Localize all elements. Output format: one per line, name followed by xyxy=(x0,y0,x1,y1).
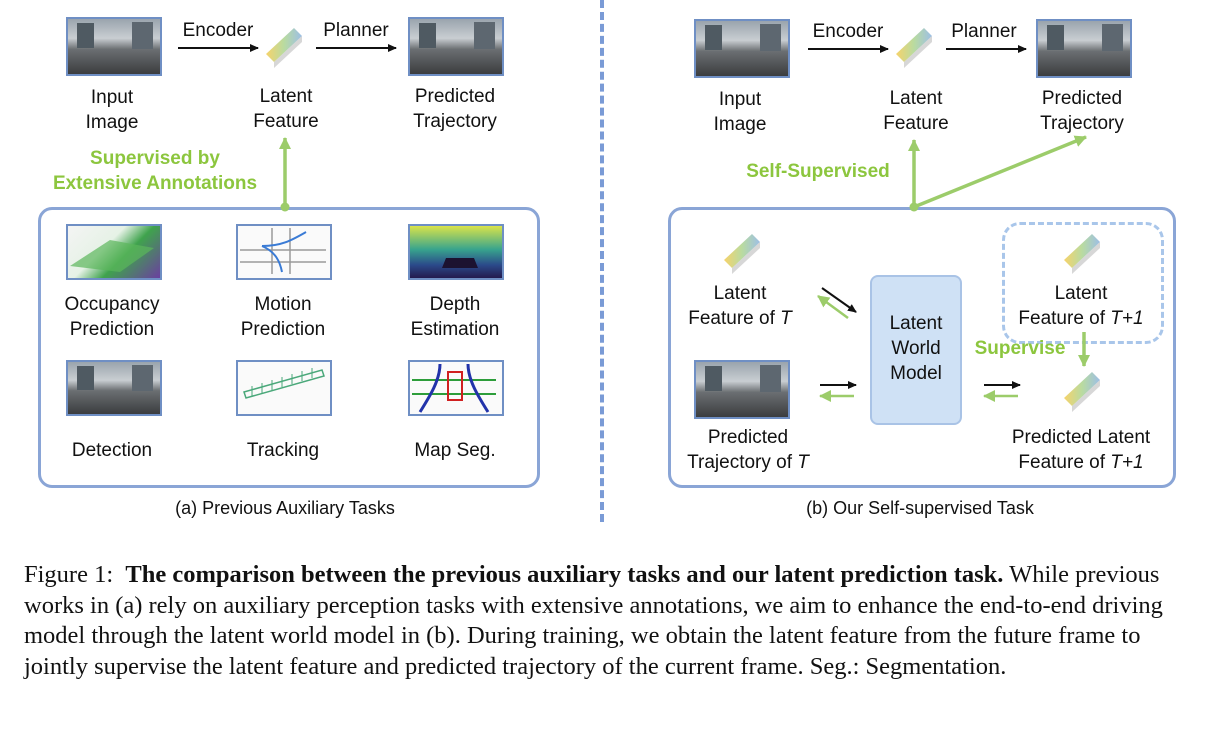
task-label-detection: Detection xyxy=(71,440,153,461)
latent-feature-t1-label: Latent Feature of T+1 xyxy=(1018,283,1144,329)
latent-world-model-box: Latent World Model xyxy=(870,275,962,425)
predicted-latent-feature-t1-label: Predicted Latent Feature of T+1 xyxy=(1011,427,1151,473)
latent-world-model-label: Latent World Model xyxy=(889,313,943,384)
occupancy-points-icon xyxy=(70,240,154,272)
predicted-trajectory-label-b: Predicted Trajectory xyxy=(1040,88,1124,134)
task-label-motion: Motion Prediction xyxy=(240,294,326,340)
latent-feature-t1-block xyxy=(1064,234,1100,274)
task-label-depth: Depth Estimation xyxy=(410,294,500,340)
predicted-trajectory-thumbnail-b xyxy=(1036,19,1132,78)
subcaption-a: (a) Previous Auxiliary Tasks xyxy=(175,498,395,518)
depth-estimation-thumbnail xyxy=(408,224,504,280)
latent-feature-block-b xyxy=(896,28,932,68)
supervised-by-annotations-label: Supervised by Extensive Annotations xyxy=(52,148,258,194)
caption-body: While previous works in (a) rely on auxi… xyxy=(24,561,1163,680)
supervision-origin-dot-a xyxy=(280,202,290,212)
caption-prefix: Figure 1: xyxy=(24,561,114,588)
task-label-occupancy: Occupancy Prediction xyxy=(64,294,160,340)
panel-divider xyxy=(600,0,604,522)
predicted-trajectory-t-thumbnail xyxy=(694,360,790,419)
self-supervision-origin-dot xyxy=(909,202,919,212)
caption-title: The comparison between the previous auxi… xyxy=(125,561,1004,588)
depth-car-icon xyxy=(442,258,478,268)
latent-feature-t-block xyxy=(724,234,760,274)
predicted-trajectory-thumbnail-a xyxy=(408,17,504,76)
encoder-label-b: Encoder xyxy=(812,21,884,42)
self-supervised-arrow-trajectory xyxy=(913,135,1087,209)
planner-label-a: Planner xyxy=(323,20,389,41)
latent-t-to-world-arrow xyxy=(821,287,857,313)
latent-t-feedback-arrow xyxy=(817,294,849,320)
task-label-map-seg: Map Seg. xyxy=(414,440,496,461)
predicted-latent-t1-block xyxy=(1064,372,1100,412)
predicted-trajectory-t-label: Predicted Trajectory of T xyxy=(687,427,809,473)
motion-prediction-thumbnail xyxy=(236,224,332,280)
detection-thumbnail xyxy=(66,360,162,416)
task-label-tracking: Tracking xyxy=(246,440,320,461)
encoder-label-a: Encoder xyxy=(182,20,254,41)
supervise-label: Supervise xyxy=(974,338,1066,359)
subcaption-b: (b) Our Self-supervised Task xyxy=(806,498,1034,518)
tracking-boxes-icon xyxy=(243,368,325,399)
predicted-trajectory-label-a: Predicted Trajectory xyxy=(413,86,497,132)
input-image-label-a: Input Image xyxy=(85,87,139,133)
input-image-thumbnail-a xyxy=(66,17,162,76)
map-segmentation-icon xyxy=(412,363,496,413)
input-image-label-b: Input Image xyxy=(713,89,767,135)
latent-feature-label-b: Latent Feature xyxy=(883,88,949,134)
self-supervised-task-box xyxy=(668,207,1176,488)
figure-caption: Figure 1: The comparison between the pre… xyxy=(24,560,1194,682)
latent-feature-t-label: Latent Feature of T xyxy=(688,283,792,329)
motion-lanes-icon xyxy=(240,228,326,274)
latent-feature-block-a xyxy=(266,28,302,68)
latent-feature-label-a: Latent Feature xyxy=(253,86,319,132)
self-supervised-label: Self-Supervised xyxy=(746,161,890,182)
planner-label-b: Planner xyxy=(951,21,1017,42)
input-image-thumbnail-b xyxy=(694,19,790,78)
